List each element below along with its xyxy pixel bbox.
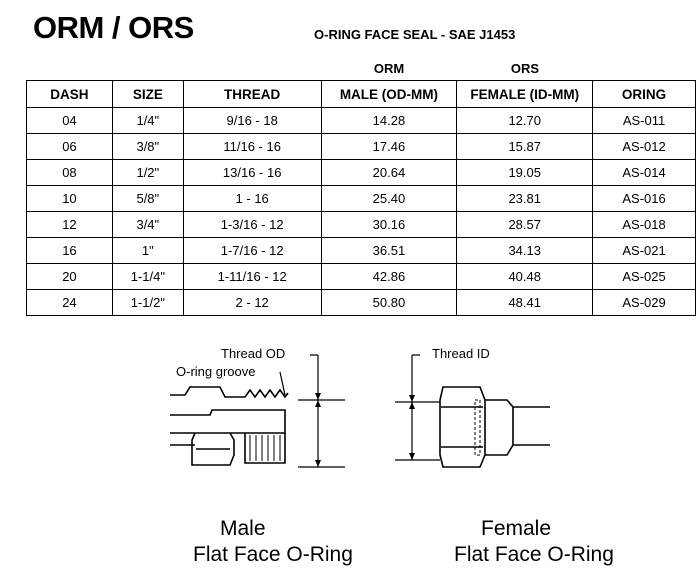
table-cell: AS-029 bbox=[592, 289, 696, 316]
thread-od-label: Thread OD bbox=[221, 346, 286, 361]
table-cell: 50.80 bbox=[320, 289, 458, 316]
table-cell: 9/16 - 18 bbox=[182, 107, 322, 134]
table-cell: 1-3/16 - 12 bbox=[182, 211, 322, 238]
table-cell: 25.40 bbox=[320, 185, 458, 212]
table-cell: 28.57 bbox=[456, 211, 594, 238]
table-cell: 1-1/4" bbox=[111, 263, 184, 290]
table-cell: AS-012 bbox=[592, 133, 696, 160]
table-cell: 23.81 bbox=[456, 185, 594, 212]
table-cell: 36.51 bbox=[320, 237, 458, 264]
table-cell: 3/4" bbox=[111, 211, 184, 238]
table-cell: 1/2" bbox=[111, 159, 184, 186]
group-header-orm: ORM bbox=[373, 61, 405, 76]
table-cell: AS-025 bbox=[592, 263, 696, 290]
table-cell: AS-014 bbox=[592, 159, 696, 186]
column-header: ORING bbox=[592, 80, 696, 108]
table-cell: 15.87 bbox=[456, 133, 594, 160]
table-cell: 1/4" bbox=[111, 107, 184, 134]
table-cell: 11/16 - 16 bbox=[182, 133, 322, 160]
table-cell: 40.48 bbox=[456, 263, 594, 290]
table-cell: 14.28 bbox=[320, 107, 458, 134]
male-caption: Male bbox=[220, 517, 266, 540]
table-cell: 17.46 bbox=[320, 133, 458, 160]
table-cell: 1-11/16 - 12 bbox=[182, 263, 322, 290]
table-cell: 48.41 bbox=[456, 289, 594, 316]
group-header-ors: ORS bbox=[510, 61, 540, 76]
table-cell: 1-7/16 - 12 bbox=[182, 237, 322, 264]
o-ring-groove-label: O-ring groove bbox=[176, 364, 256, 379]
male-caption-sub: Flat Face O-Ring bbox=[193, 543, 353, 566]
table-cell: 24 bbox=[26, 289, 113, 316]
female-fitting-diagram bbox=[395, 354, 550, 468]
column-header: FEMALE (ID-MM) bbox=[456, 80, 594, 108]
table-cell: 19.05 bbox=[456, 159, 594, 186]
female-caption-sub: Flat Face O-Ring bbox=[454, 543, 614, 566]
page-subtitle: O-RING FACE SEAL - SAE J1453 bbox=[314, 27, 516, 42]
table-cell: 04 bbox=[26, 107, 113, 134]
table-cell: 08 bbox=[26, 159, 113, 186]
table-cell: 3/8" bbox=[111, 133, 184, 160]
thread-id-label: Thread ID bbox=[432, 346, 490, 361]
table-cell: 12.70 bbox=[456, 107, 594, 134]
table-cell: 1 - 16 bbox=[182, 185, 322, 212]
column-header: SIZE bbox=[111, 80, 184, 108]
table-cell: 20 bbox=[26, 263, 113, 290]
column-header: THREAD bbox=[182, 80, 322, 108]
column-header: DASH bbox=[26, 80, 113, 108]
table-cell: 2 - 12 bbox=[182, 289, 322, 316]
female-caption: Female bbox=[481, 517, 552, 540]
table-cell: 06 bbox=[26, 133, 113, 160]
table-cell: 20.64 bbox=[320, 159, 458, 186]
table-cell: 16 bbox=[26, 237, 113, 264]
table-cell: 13/16 - 16 bbox=[182, 159, 322, 186]
table-cell: 1-1/2" bbox=[111, 289, 184, 316]
table-cell: 1" bbox=[111, 237, 184, 264]
table-cell: AS-011 bbox=[592, 107, 696, 134]
table-cell: 10 bbox=[26, 185, 113, 212]
page-title: ORM / ORS bbox=[33, 10, 194, 45]
table-cell: AS-018 bbox=[592, 211, 696, 238]
table-cell: 30.16 bbox=[320, 211, 458, 238]
table-cell: 12 bbox=[26, 211, 113, 238]
table-cell: 34.13 bbox=[456, 237, 594, 264]
table-cell: AS-021 bbox=[592, 237, 696, 264]
table-cell: 42.86 bbox=[320, 263, 458, 290]
column-header: MALE (OD-MM) bbox=[320, 80, 458, 108]
male-fitting-diagram bbox=[170, 354, 345, 468]
table-cell: 5/8" bbox=[111, 185, 184, 212]
table-cell: AS-016 bbox=[592, 185, 696, 212]
